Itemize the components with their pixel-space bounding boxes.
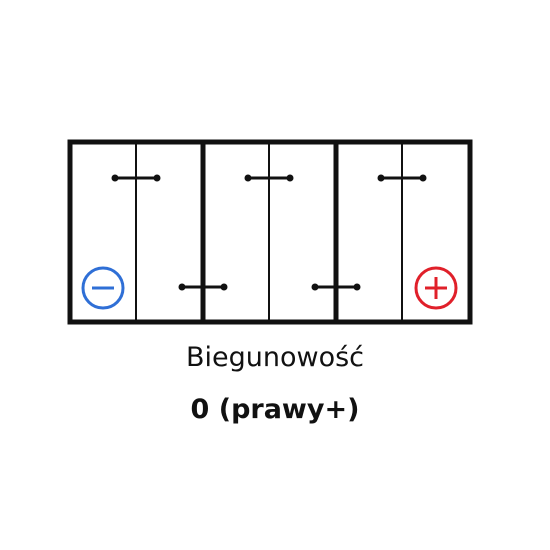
polarity-label: Biegunowość xyxy=(185,342,365,373)
cell-connector-top xyxy=(111,174,161,182)
cell-connector-top xyxy=(244,174,294,182)
polarity-value: 0 (prawy+) xyxy=(190,394,360,425)
cell-connector-bottom xyxy=(178,283,228,291)
cell-connector-bottom xyxy=(311,283,361,291)
cell-connector-top xyxy=(377,174,427,182)
plus-circle-icon xyxy=(414,266,458,310)
minus-circle-icon xyxy=(81,266,125,310)
